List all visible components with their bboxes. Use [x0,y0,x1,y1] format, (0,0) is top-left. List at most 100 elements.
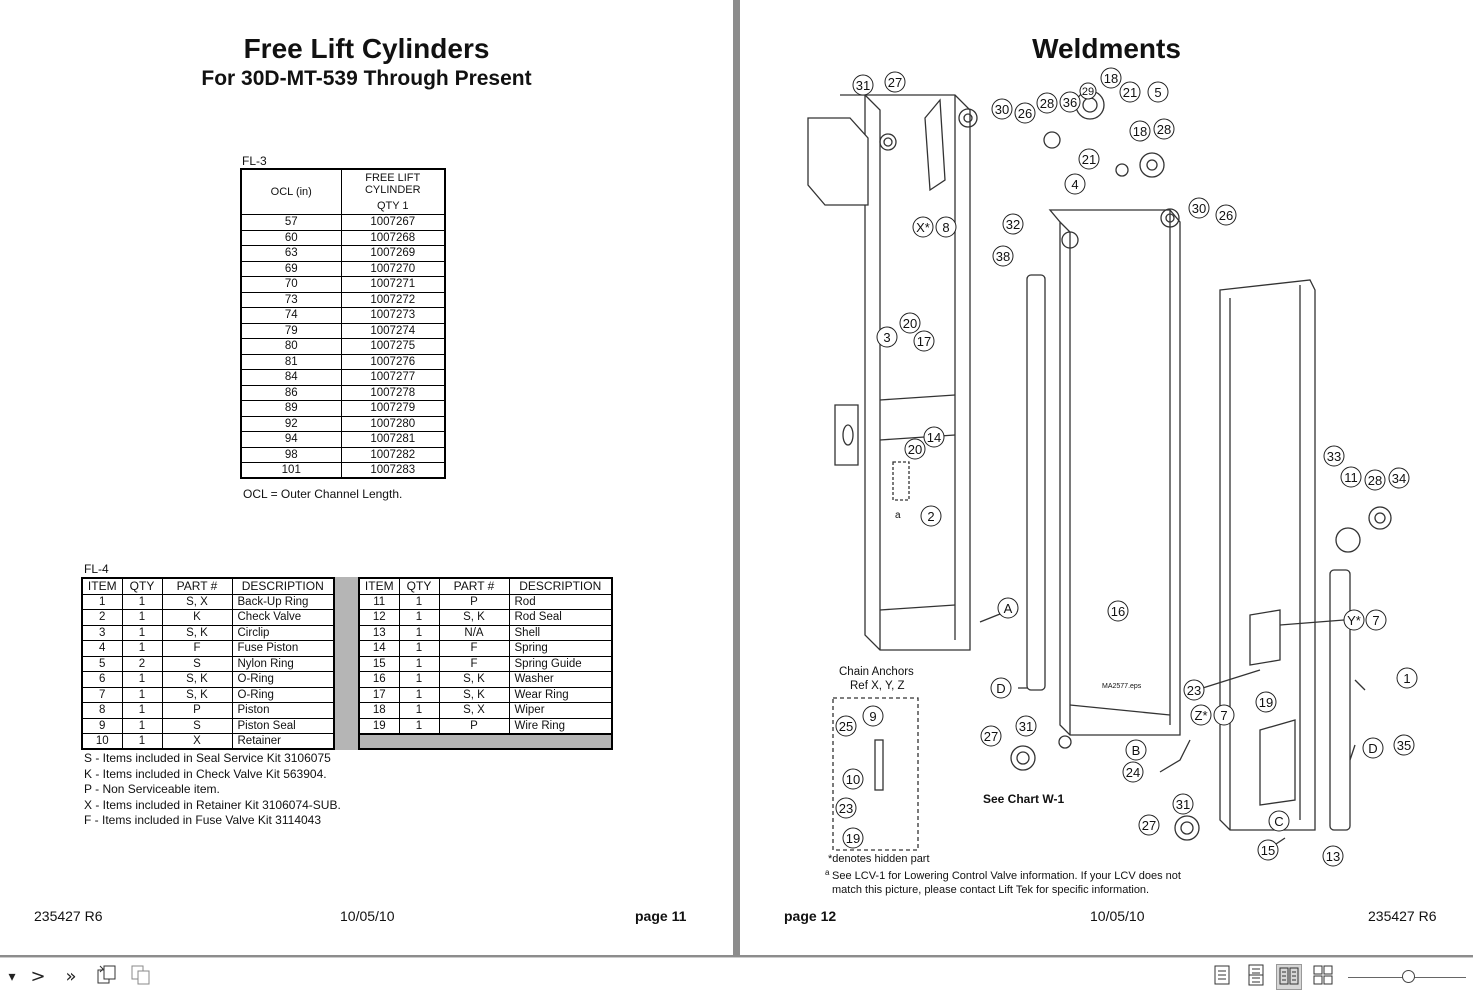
fl4-description-cell: Back-Up Ring [231,593,335,610]
intermediate-channel-weldment [1048,209,1181,736]
footer-doc-number: 235427 R6 [1368,908,1437,924]
svg-text:30: 30 [995,102,1009,117]
fl4-qty-cell: 1 [398,702,440,719]
fl4-part-cell: P [161,702,233,719]
lcv-mark: a [895,510,901,521]
fl3-part-cell: 1007272 [340,291,446,308]
fl4-qty-cell: 1 [121,671,163,688]
svg-text:14: 14 [927,430,941,445]
fl4-qty-cell: 1 [121,702,163,719]
fl4-header-cell: DESCRIPTION [231,577,335,595]
fl4-qty-cell: 1 [398,671,440,688]
page-title: Weldments [1032,33,1181,64]
next-page-button[interactable]: > [30,966,46,987]
fl3-ocl-cell: 74 [240,307,342,324]
fl3-ocl-cell: 101 [240,462,342,479]
svg-text:19: 19 [1259,695,1273,710]
fl3-label: FL-3 [242,154,267,168]
fl3-part-cell: 1007270 [340,260,446,277]
svg-text:35: 35 [1397,738,1411,753]
outer-channel-plate [807,117,869,206]
svg-text:5: 5 [1154,85,1161,100]
svg-text:30: 30 [1192,201,1206,216]
two-page-view-icon[interactable] [1276,964,1302,990]
fl4-part-cell: N/A [438,624,510,641]
fl4-description-cell: Washer [508,671,613,688]
single-page-view-icon[interactable] [1210,964,1234,990]
fl3-part-cell: 1007275 [340,338,446,355]
fl4-part-cell: F [438,655,510,672]
svg-text:19: 19 [846,831,860,846]
hidden-part-footnote: *denotes hidden part [828,853,930,865]
fl4-item-cell: 14 [358,640,400,657]
page-title: Free Lift Cylinders [243,33,490,64]
svg-text:9: 9 [869,709,876,724]
svg-text:26: 26 [1018,106,1032,121]
fl4-qty-cell: 1 [398,640,440,657]
footer-doc-number: 235427 R6 [34,908,103,924]
rotate-page-icon[interactable] [94,964,120,990]
svg-text:31: 31 [1176,797,1190,812]
fl4-description-cell: Spring Guide [508,655,613,672]
fl3-part-cell: 1007279 [340,400,446,417]
fl4-item-cell: 8 [81,702,123,719]
svg-text:D: D [996,681,1005,696]
fl3-part-cell: 1007269 [340,245,446,262]
fl3-ocl-cell: 73 [240,291,342,308]
fl3-part-cell: 1007281 [340,431,446,448]
fl4-item-cell: 19 [358,717,400,734]
fl3-ocl-cell: 79 [240,322,342,339]
svg-text:27: 27 [1142,818,1156,833]
fl4-qty-cell: 1 [121,733,163,750]
copy-page-icon[interactable] [128,964,154,990]
svg-text:33: 33 [1327,449,1341,464]
fl4-header-cell: QTY [121,577,163,595]
svg-text:7: 7 [1372,613,1379,628]
fl4-header-cell: QTY [398,577,440,595]
fl4-description-cell: Retainer [231,733,335,750]
fl4-description-cell: Wire Ring [508,717,613,734]
svg-text:24: 24 [1126,765,1140,780]
fl4-header-cell: PART # [161,577,233,595]
fl4-item-cell: 3 [81,624,123,641]
svg-text:15: 15 [1261,843,1275,858]
svg-text:B: B [1132,743,1141,758]
menu-dropdown-button[interactable]: ▾ [8,969,16,985]
fl4-qty-cell: 1 [121,717,163,734]
fl3-ocl-cell: 63 [240,245,342,262]
fl3-part-cell: 1007278 [340,384,446,401]
fl4-part-cell: S, K [161,624,233,641]
chain-anchor-bracket [834,404,859,466]
fl4-part-cell: F [438,640,510,657]
last-page-button[interactable]: » [65,966,77,987]
svg-text:A: A [1004,601,1013,616]
fl4-qty-cell: 1 [398,655,440,672]
fl4-item-cell: 6 [81,671,123,688]
fl3-part-cell: 1007283 [340,462,446,479]
fl4-part-cell: S [161,717,233,734]
lcv-footnote-line2: match this picture, please contact Lift … [832,884,1150,896]
valve-block [1249,609,1281,666]
fl3-part-cell: 1007268 [340,229,446,246]
zoom-slider-thumb[interactable] [1402,970,1415,983]
two-page-continuous-icon[interactable] [1310,964,1336,990]
svg-text:26: 26 [1219,208,1233,223]
continuous-view-icon[interactable] [1244,964,1268,990]
inner-channel-crosshead [1259,719,1296,806]
lcv-footnote-line1: See LCV-1 for Lowering Control Valve inf… [832,870,1181,882]
fl4-part-cell: K [161,609,233,626]
fl4-qty-cell: 1 [398,717,440,734]
